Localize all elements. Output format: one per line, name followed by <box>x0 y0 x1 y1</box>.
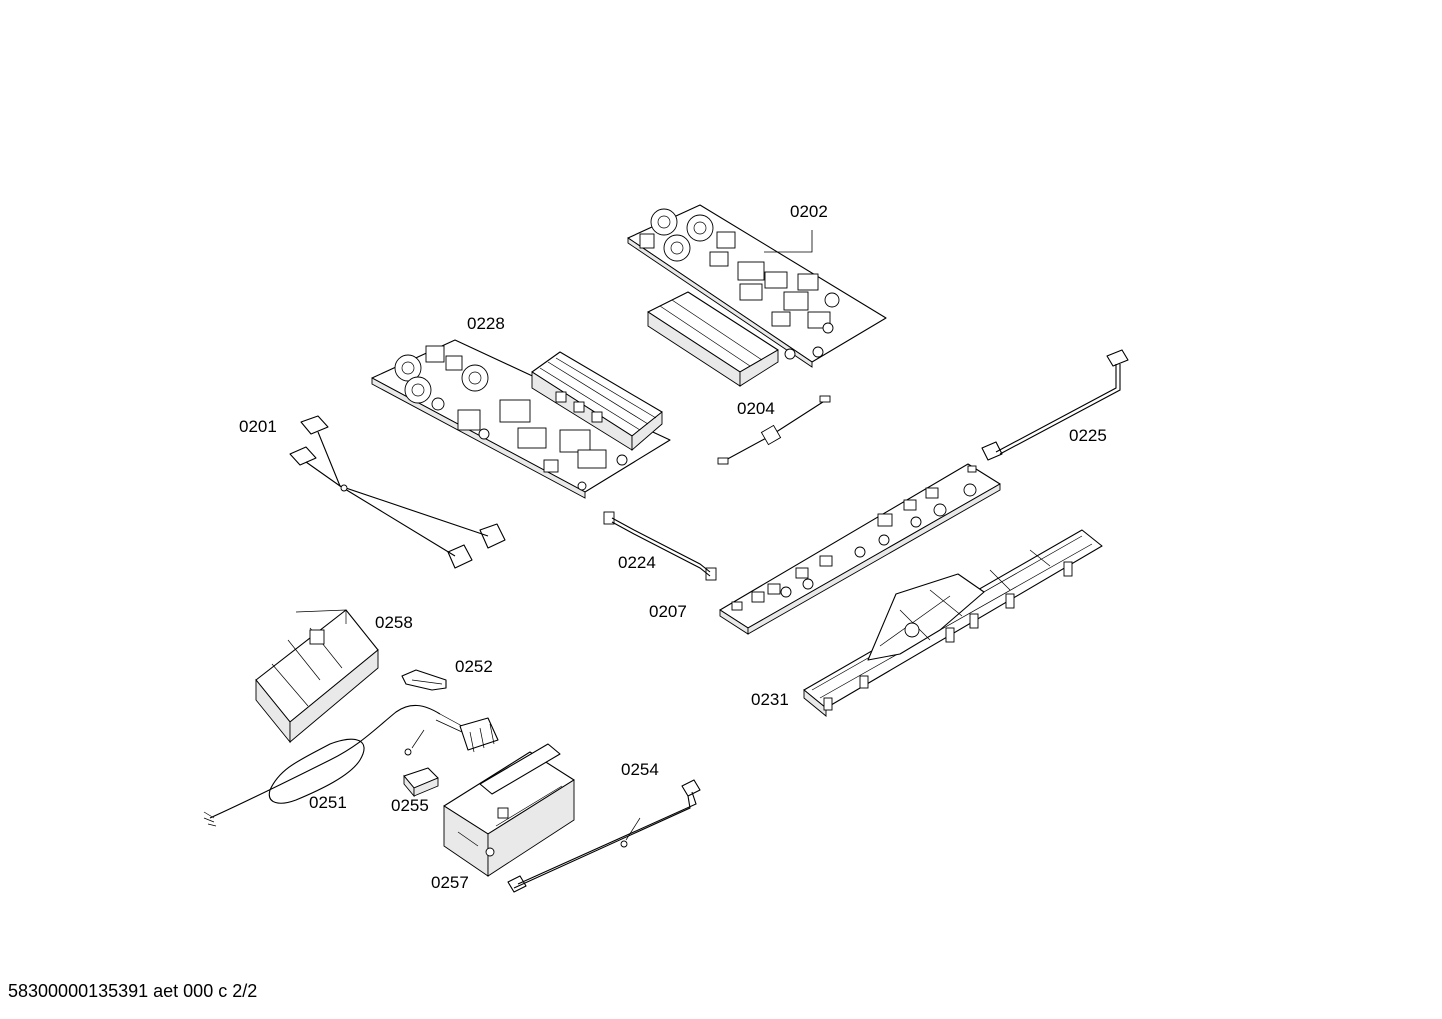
part-0202-power-board[interactable] <box>627 204 887 387</box>
part-0204-cable[interactable] <box>717 395 831 465</box>
part-0255-block[interactable] <box>403 767 439 798</box>
label-0201: 0201 <box>239 417 277 436</box>
label-0255: 0255 <box>391 796 429 815</box>
part-0201-harness[interactable] <box>289 415 506 569</box>
label-0228: 0228 <box>467 314 505 333</box>
part-0252-clip[interactable] <box>401 669 447 691</box>
label-0204: 0204 <box>737 399 775 418</box>
part-0225-cable[interactable] <box>981 349 1129 461</box>
part-0228-power-board[interactable] <box>371 339 671 499</box>
label-0202: 0202 <box>790 202 828 221</box>
part-0251-mains-cable[interactable] <box>203 704 499 827</box>
label-0254: 0254 <box>621 760 659 779</box>
part-0257-terminal-housing[interactable] <box>443 743 575 877</box>
label-0258: 0258 <box>375 613 413 632</box>
part-0231-frame[interactable] <box>803 529 1103 717</box>
label-0231: 0231 <box>751 690 789 709</box>
label-0251: 0251 <box>309 793 347 812</box>
part-0254-cable[interactable] <box>507 779 701 893</box>
label-0257: 0257 <box>431 873 469 892</box>
part-0224-cable[interactable] <box>603 511 717 581</box>
label-0225: 0225 <box>1069 426 1107 445</box>
label-0252: 0252 <box>455 657 493 676</box>
part-0207-control-board[interactable] <box>719 463 1001 635</box>
label-0224: 0224 <box>618 553 656 572</box>
document-code: 58300000135391 aet 000 c 2/2 <box>8 981 258 1001</box>
part-0258-housing[interactable] <box>255 609 379 744</box>
label-0207: 0207 <box>649 602 687 621</box>
